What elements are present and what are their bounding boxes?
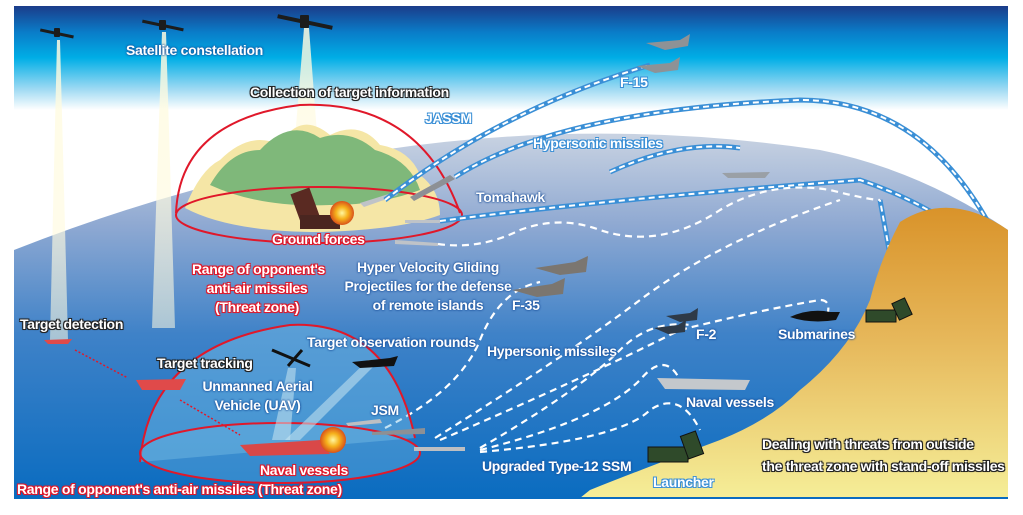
enemy-launcher-icon xyxy=(290,187,340,229)
label-naval-vessels-enemy: Naval vessels xyxy=(260,462,348,478)
explosion-icon xyxy=(330,201,354,225)
submarine-icon xyxy=(790,310,840,322)
enemy-ship-icon xyxy=(136,379,186,390)
island-threat-dome xyxy=(175,103,461,214)
label-naval-vessels-friendly: Naval vessels xyxy=(686,394,774,410)
warship-icon xyxy=(722,172,770,178)
label-island-threat-zone: Range of opponent's anti-air missiles (T… xyxy=(192,261,325,315)
island-mountain xyxy=(210,130,420,206)
bottom-edge xyxy=(14,497,1008,499)
satellite-beam xyxy=(152,32,175,328)
label-submarines: Submarines xyxy=(778,326,856,342)
observation-round-icon xyxy=(352,356,398,368)
label-hvgp: Hyper Velocity Gliding Projectiles for t… xyxy=(344,259,512,313)
missile-launcher-truck-icon xyxy=(647,430,705,463)
cruise-missile-icon xyxy=(346,419,465,451)
label-dealing-with-threats: Dealing with threats from outside the th… xyxy=(762,436,1005,474)
label-upgraded-type12: Upgraded Type-12 SSM xyxy=(482,458,632,474)
warship-icon xyxy=(657,378,750,390)
sky-background xyxy=(14,6,1008,110)
fighter-jet-icon xyxy=(637,34,690,73)
fighter-jet-icon xyxy=(654,308,698,334)
label-jassm: JASSM xyxy=(425,110,472,126)
missile-launcher-truck-icon xyxy=(865,297,913,323)
label-f35: F-35 xyxy=(512,297,540,313)
satellite-icon xyxy=(277,14,333,30)
label-collection-of-target-information: Collection of target information xyxy=(250,84,449,100)
uav-icon xyxy=(271,348,311,368)
enemy-ship-icon xyxy=(44,339,72,344)
label-f2: F-2 xyxy=(696,326,717,342)
label-satellite-constellation: Satellite constellation xyxy=(126,42,264,58)
label-uav: Unmanned Aerial Vehicle (UAV) xyxy=(202,378,313,413)
uav-beam xyxy=(272,368,296,440)
label-target-observation-rounds: Target observation rounds xyxy=(307,334,476,350)
label-hypersonic-missiles-lower: Hypersonic missiles xyxy=(487,343,617,359)
satellite-icon xyxy=(142,19,184,32)
label-jsm: JSM xyxy=(371,402,399,418)
label-sea-threat-zone: Range of opponent's anti-air missiles (T… xyxy=(17,481,342,497)
satellite-beam xyxy=(50,40,68,340)
label-launcher: Launcher xyxy=(653,474,714,490)
fighter-jet-icon xyxy=(512,256,588,297)
enemy-ship-icon xyxy=(240,440,330,456)
label-target-detection: Target detection xyxy=(20,316,124,332)
label-tomahawk: Tomahawk xyxy=(476,189,545,205)
label-ground-forces: Ground forces xyxy=(272,231,365,247)
observation-beam xyxy=(285,360,380,440)
satellite-icon xyxy=(39,28,74,39)
label-f15: F-15 xyxy=(620,74,648,90)
tracking-arrows xyxy=(74,349,241,436)
coast-land xyxy=(580,207,1008,498)
label-target-tracking: Target tracking xyxy=(157,355,253,371)
island-threat-ring xyxy=(175,186,463,244)
label-hypersonic-missiles-upper: Hypersonic missiles xyxy=(533,135,663,151)
explosion-icon xyxy=(320,427,346,453)
